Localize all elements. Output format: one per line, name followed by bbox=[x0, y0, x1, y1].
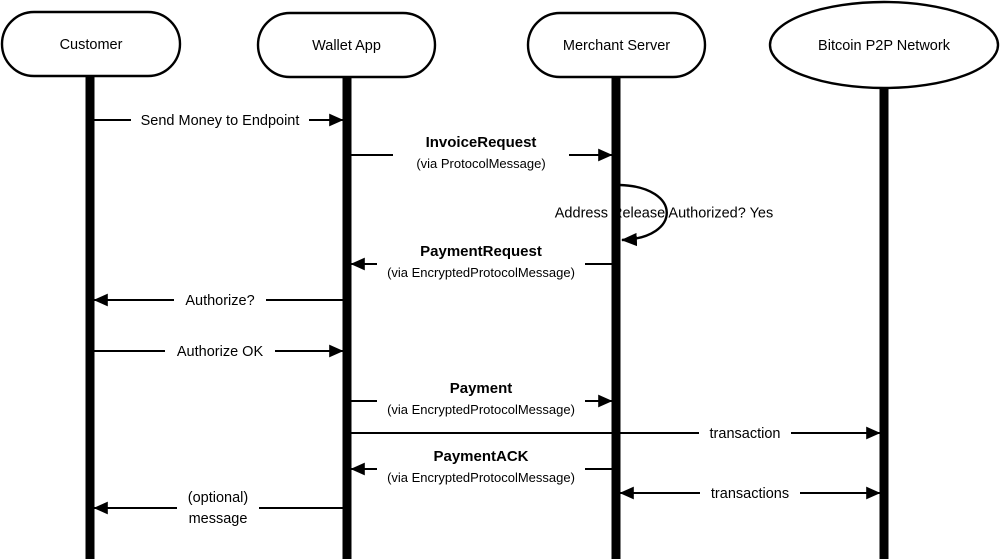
message-label-main: PaymentACK bbox=[433, 448, 528, 465]
message-authorize-question[interactable]: Authorize? bbox=[93, 293, 343, 309]
actor-box-merchant[interactable] bbox=[526, 11, 707, 79]
actors-group: Customer Wallet App Merchant Server Bitcoin… bbox=[0, 0, 1000, 90]
actor-label-merchant: Merchant Server bbox=[563, 38, 670, 54]
actor-box-bitcoin[interactable] bbox=[768, 0, 1000, 90]
message-label-main: transactions bbox=[711, 486, 789, 502]
message-label-main: Authorize? bbox=[185, 293, 254, 309]
lifelines-group bbox=[85, 74, 889, 559]
message-authorize-ok[interactable]: Authorize OK bbox=[94, 344, 344, 360]
message-label-main: InvoiceRequest bbox=[426, 134, 537, 151]
actor-label-bitcoin: Bitcoin P2P Network bbox=[818, 38, 951, 54]
message-invoice-request[interactable]: InvoiceRequest (via ProtocolMessage) bbox=[351, 134, 613, 171]
message-label-sub: (via ProtocolMessage) bbox=[416, 156, 545, 171]
message-label-main: PaymentRequest bbox=[420, 243, 542, 260]
message-payment[interactable]: Payment (via EncryptedProtocolMessage) bbox=[351, 380, 613, 417]
message-label-sub: (via EncryptedProtocolMessage) bbox=[387, 470, 575, 485]
message-transaction[interactable]: transaction bbox=[351, 426, 881, 442]
actor-label-customer: Customer bbox=[60, 37, 123, 53]
message-label-main: Send Money to Endpoint bbox=[141, 113, 300, 129]
message-address-release-authorized[interactable]: Address Release Authorized? Yes bbox=[555, 183, 773, 247]
message-label-main: (optional) bbox=[188, 490, 248, 506]
message-label-main: Authorize OK bbox=[177, 344, 264, 360]
message-payment-request[interactable]: PaymentRequest (via EncryptedProtocolMess… bbox=[350, 243, 612, 280]
actor-label-wallet: Wallet App bbox=[312, 38, 381, 54]
message-optional-message[interactable]: (optional) message bbox=[93, 490, 343, 527]
message-send-money[interactable]: Send Money to Endpoint bbox=[94, 113, 344, 129]
message-label-main: transaction bbox=[710, 426, 781, 442]
message-label-main: Address Release Authorized? Yes bbox=[555, 206, 773, 222]
actor-box-wallet[interactable] bbox=[256, 11, 437, 79]
message-transactions[interactable]: transactions bbox=[619, 486, 881, 502]
message-payment-ack[interactable]: PaymentACK (via EncryptedProtocolMessage) bbox=[350, 448, 612, 485]
message-label-sub: (via EncryptedProtocolMessage) bbox=[387, 402, 575, 417]
actor-box-customer[interactable] bbox=[0, 10, 182, 78]
message-label-main: Payment bbox=[450, 380, 513, 397]
message-label-sub: (via EncryptedProtocolMessage) bbox=[387, 265, 575, 280]
message-label-sub: message bbox=[189, 511, 248, 527]
self-loop-arc bbox=[619, 183, 668, 247]
